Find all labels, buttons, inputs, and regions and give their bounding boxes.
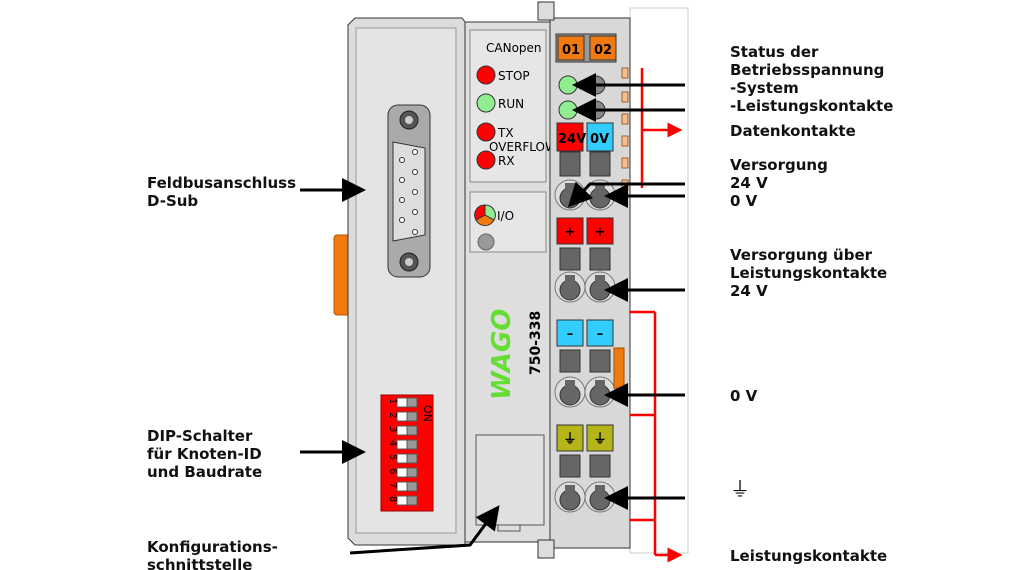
label-versorgung: Versorgung 24 V 0 V bbox=[730, 156, 828, 210]
terminal-slot: – bbox=[586, 319, 614, 373]
label-config: Konfigurations- schnittstelle bbox=[147, 538, 278, 570]
svg-text:5: 5 bbox=[387, 454, 398, 460]
indicator-gray bbox=[477, 233, 495, 251]
led-run: RUN bbox=[476, 93, 524, 113]
dip-switch-8[interactable]: 8 bbox=[387, 495, 418, 506]
terminal-slot: ⏚ bbox=[556, 424, 584, 478]
dip-switch-7[interactable]: 7 bbox=[387, 481, 418, 492]
label-0v bbox=[586, 122, 614, 152]
svg-text:8: 8 bbox=[387, 496, 398, 502]
led-power-contacts bbox=[558, 100, 578, 120]
svg-text:–: – bbox=[597, 327, 604, 342]
svg-text:I/O: I/O bbox=[497, 209, 514, 223]
svg-text:7: 7 bbox=[387, 482, 398, 488]
svg-text:+: + bbox=[565, 225, 576, 240]
dip-switch-6[interactable]: 6 bbox=[387, 467, 418, 478]
callout-arrows bbox=[300, 73, 685, 555]
config-port-cover[interactable] bbox=[475, 434, 545, 526]
terminal-slot bbox=[559, 151, 581, 177]
led-overflow: OVERFLOW bbox=[489, 140, 557, 154]
label-versorgung-lk: Versorgung über Leistungskontakte 24 V bbox=[730, 246, 888, 300]
ground-icon: ⏚ bbox=[730, 477, 750, 501]
label-feldbus: Feldbusanschluss D-Sub bbox=[147, 174, 297, 210]
terminal-slot: ⏚ bbox=[586, 424, 614, 478]
svg-text:RUN: RUN bbox=[498, 97, 524, 111]
terminal-slot: + bbox=[586, 217, 614, 271]
svg-text:0V: 0V bbox=[590, 132, 609, 147]
din-rail-outline bbox=[629, 7, 689, 554]
terminal-slot bbox=[589, 151, 611, 177]
terminal-number-02 bbox=[589, 35, 617, 61]
terminal-slot: + bbox=[556, 217, 584, 271]
dsub-connector bbox=[387, 104, 431, 278]
contact-lines bbox=[630, 68, 683, 563]
svg-text:1: 1 bbox=[387, 398, 398, 404]
svg-text:⏚: ⏚ bbox=[563, 432, 576, 447]
svg-text:6: 6 bbox=[387, 468, 398, 474]
svg-text:–: – bbox=[567, 327, 574, 342]
svg-text:+: + bbox=[595, 225, 606, 240]
led-rx: RX bbox=[476, 150, 515, 170]
label-dip: DIP-Schalter für Knoten-ID und Baudrate bbox=[147, 427, 263, 481]
svg-text:01: 01 bbox=[562, 43, 580, 58]
svg-text:02: 02 bbox=[594, 43, 612, 58]
label-daten: Datenkontakte bbox=[730, 122, 856, 140]
label-0v: 0 V bbox=[730, 387, 758, 405]
clamp-opening[interactable] bbox=[554, 376, 586, 408]
wago-logo: WAGO bbox=[487, 309, 517, 400]
terminal-slot: – bbox=[556, 319, 584, 373]
svg-text:2: 2 bbox=[387, 412, 398, 418]
fieldbus-label: CANopen bbox=[486, 41, 542, 55]
svg-text:RX: RX bbox=[498, 154, 515, 168]
led-system bbox=[558, 75, 578, 95]
svg-text:TX: TX bbox=[497, 126, 514, 140]
label-status: Status der Betriebsspannung -System -Lei… bbox=[730, 43, 894, 115]
terminal-number-01 bbox=[557, 35, 585, 61]
led-stop: STOP bbox=[476, 65, 530, 85]
svg-text:24V: 24V bbox=[558, 132, 586, 147]
svg-text:⏚: ⏚ bbox=[593, 432, 606, 447]
dip-switch-2[interactable]: 2 bbox=[387, 411, 418, 422]
label-leistung: Leistungskontakte bbox=[730, 547, 888, 565]
svg-text:STOP: STOP bbox=[498, 69, 530, 83]
svg-text:4: 4 bbox=[387, 440, 398, 446]
label-24v bbox=[556, 122, 584, 152]
dip-switch-5[interactable]: 5 bbox=[387, 453, 418, 464]
clamp-opening[interactable] bbox=[554, 271, 586, 303]
svg-text:OVERFLOW: OVERFLOW bbox=[489, 140, 557, 154]
led-tx: TX bbox=[476, 122, 514, 142]
model-number: 750-338 bbox=[528, 311, 544, 375]
dip-switch-3[interactable]: 3 bbox=[387, 425, 418, 436]
dip-switch-1[interactable]: 1 bbox=[387, 397, 418, 408]
clamp-opening[interactable] bbox=[584, 271, 616, 303]
clamp-opening[interactable] bbox=[554, 481, 586, 513]
dip-switch[interactable]: 1 2 3 4 5 6 7 8 ON bbox=[380, 394, 434, 512]
dip-switch-4[interactable]: 4 bbox=[387, 439, 418, 450]
clamp-opening[interactable] bbox=[584, 376, 616, 408]
io-led: I/O bbox=[474, 204, 514, 227]
svg-text:3: 3 bbox=[387, 426, 398, 432]
dip-on-label: ON bbox=[421, 405, 434, 422]
